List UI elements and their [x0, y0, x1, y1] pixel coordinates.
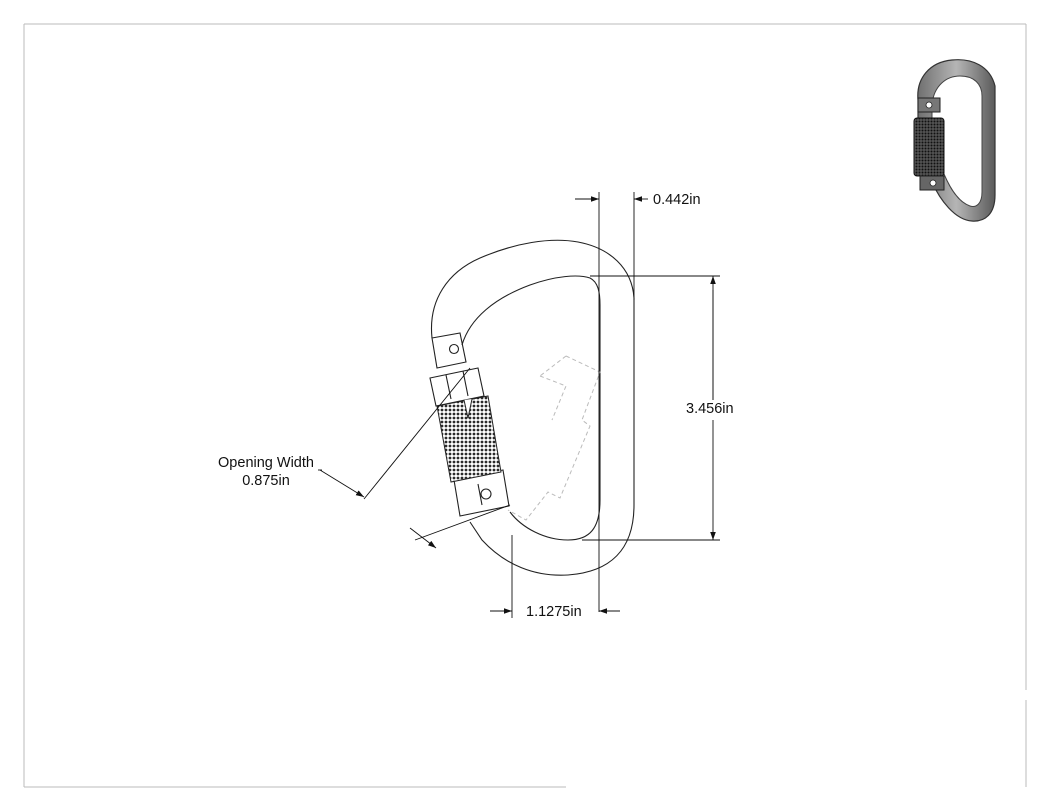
gate-hinge-hole	[480, 488, 492, 500]
gate-nose-hole	[448, 343, 460, 355]
dim-spine-width: 0.442in	[653, 192, 701, 208]
open-gate-ghost	[507, 355, 601, 521]
carabiner-render-preview	[913, 59, 996, 222]
dim-opening-label: Opening Width	[218, 455, 314, 471]
dim-inner-width: 1.1275in	[526, 604, 582, 620]
dim-opening-value: 0.875in	[242, 473, 290, 489]
carabiner-inner-outline	[461, 275, 601, 541]
carabiner-outer-outline	[430, 239, 635, 576]
dimension-lines	[318, 192, 720, 618]
dim-inner-length: 3.456in	[686, 401, 734, 417]
sheet-border	[23, 23, 1027, 788]
gate-sleeve-top	[429, 367, 485, 407]
gate-nose	[431, 332, 467, 369]
